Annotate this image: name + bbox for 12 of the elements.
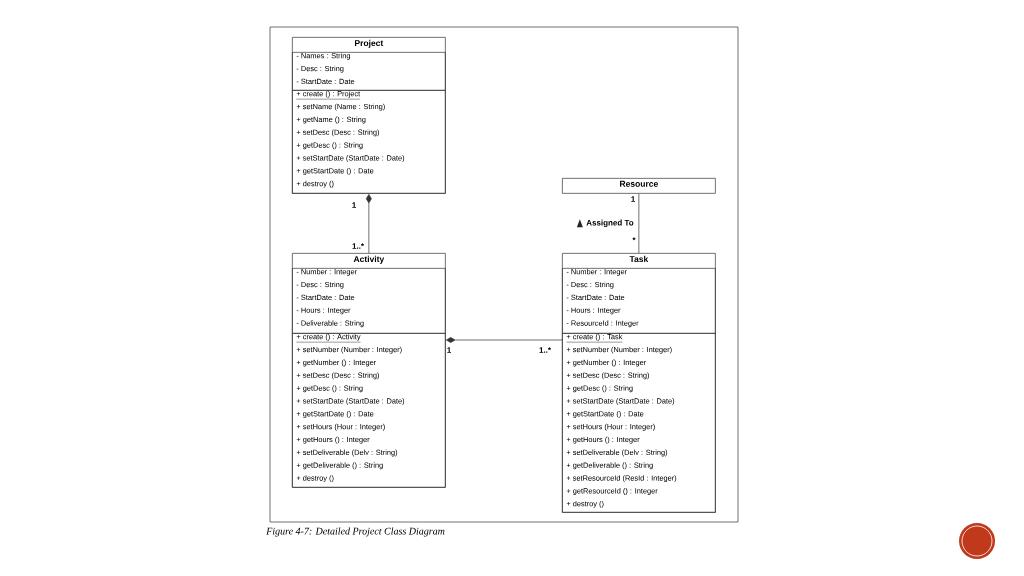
multiplicity-label: 1..* [352,243,364,249]
edge-label: Assigned To [576,218,635,229]
figure-caption: Figure 4-7: Detailed Project Class Diagram [266,527,445,537]
association-line [446,337,563,343]
multiplicity-label: 1 [631,196,635,202]
multiplicity-label: 1..* [539,347,551,353]
class-box: Resource [562,178,716,194]
association-line [365,194,372,254]
multiplicity-label: 1 [352,202,356,208]
association-line [638,193,640,254]
multiplicity-label: 1 [447,347,451,353]
multiplicity-label: * [632,237,636,241]
